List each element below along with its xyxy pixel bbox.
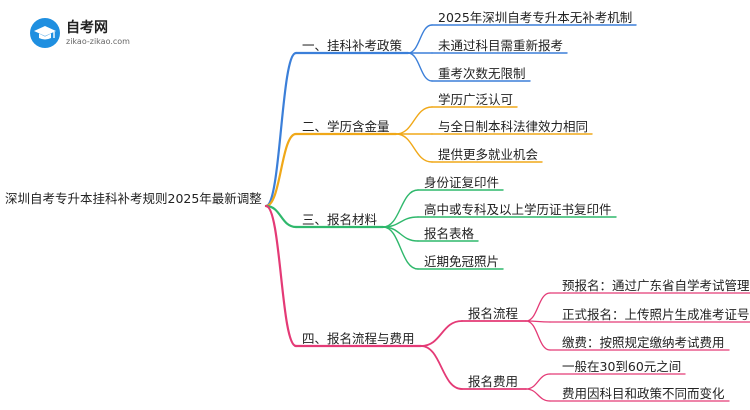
branch-4-group-2-item-2: 费用因科目和政策不同而变化: [562, 386, 725, 401]
branch-1-item-3: 重考次数无限制: [438, 66, 526, 81]
branch-4-group-1-connector-1: [525, 292, 551, 322]
branch-4-group-1-item-1: 预报名：通过广东省自学考试管理系统: [562, 278, 750, 293]
branch-2-item-3: 提供更多就业机会: [438, 147, 539, 162]
branch-topic-3: 三、报名材料: [302, 212, 378, 227]
branch-4-group-1: 报名流程: [468, 306, 519, 321]
branch-3-item-4: 近期免冠照片: [424, 254, 500, 269]
branch-1-item-2: 未通过科目需重新报考: [438, 38, 564, 53]
branch-2-connector-3: [395, 133, 433, 163]
branch-1-connector-3: [407, 52, 433, 82]
branch-4-group-1-item-2: 正式报名：上传照片生成准考证号: [562, 307, 750, 322]
branch-3-item-2: 高中或专科及以上学历证书复印件: [424, 202, 612, 217]
root-to-branch-1: [264, 51, 298, 208]
root-topic: 深圳自考专升本挂科补考规则2025年最新调整: [5, 191, 262, 206]
branch-1-connector-1: [407, 24, 433, 54]
branch-4-group-1-connector-3: [525, 320, 551, 351]
root-to-branch-4: [264, 204, 298, 348]
branch-4-group-2-connector-2: [525, 388, 551, 402]
branch-3-connector-1: [382, 189, 419, 228]
branch-3-connector-4: [382, 226, 419, 270]
branch-4-group-connector-1: [420, 320, 463, 347]
root-to-branch-2: [264, 132, 298, 208]
branch-3-item-3: 报名表格: [424, 226, 475, 241]
site-logo[interactable]: 自考网 zikao-zikao.com: [30, 16, 180, 52]
branch-4-group-2: 报名费用: [468, 374, 519, 389]
branch-4-group-2-item-1: 一般在30到60元之间: [562, 359, 682, 374]
branch-4-group-1-item-3: 缴费：按照规定缴纳考试费用: [562, 335, 725, 350]
branch-1-item-1: 2025年深圳自考专升本无补考机制: [438, 10, 633, 25]
branch-topic-2: 二、学历含金量: [302, 119, 390, 134]
branch-4-group-2-connector-1: [525, 373, 551, 390]
branch-2-connector-1: [395, 106, 433, 135]
branch-4-group-connector-2: [420, 345, 463, 390]
root-to-branch-3: [264, 204, 298, 229]
branch-3-item-1: 身份证复印件: [424, 175, 500, 190]
branch-topic-4: 四、报名流程与费用: [302, 331, 415, 346]
branch-topic-1: 一、挂科补考政策: [302, 38, 403, 53]
branch-2-item-2: 与全日制本科法律效力相同: [438, 119, 589, 134]
logo-subtitle: zikao-zikao.com: [66, 37, 130, 46]
logo-title: 自考网: [66, 20, 108, 36]
graduation-cap-icon: [30, 18, 60, 48]
branch-2-item-1: 学历广泛认可: [438, 92, 514, 107]
